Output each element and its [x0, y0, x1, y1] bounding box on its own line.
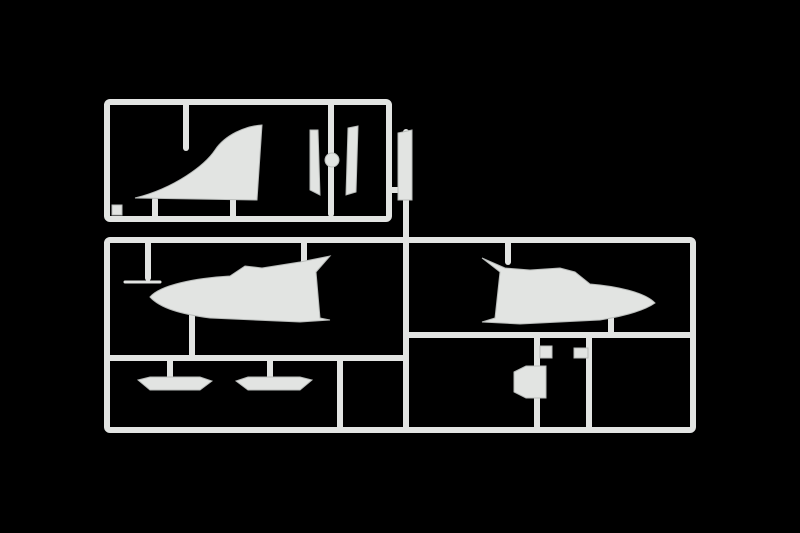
parts	[111, 124, 656, 399]
tail-fin-part	[134, 124, 263, 201]
fuselage-left-part	[149, 255, 332, 323]
pod-part	[234, 376, 314, 391]
fuselage-right-part	[481, 257, 656, 325]
tab-part	[539, 345, 553, 359]
stick-part	[397, 129, 413, 201]
tab-part	[573, 347, 589, 359]
top-frame	[104, 99, 392, 222]
airbrake-part	[309, 125, 359, 196]
pod-part	[136, 376, 214, 391]
tab-part	[111, 204, 123, 216]
seat-part	[513, 365, 547, 399]
knob-part	[324, 152, 340, 168]
